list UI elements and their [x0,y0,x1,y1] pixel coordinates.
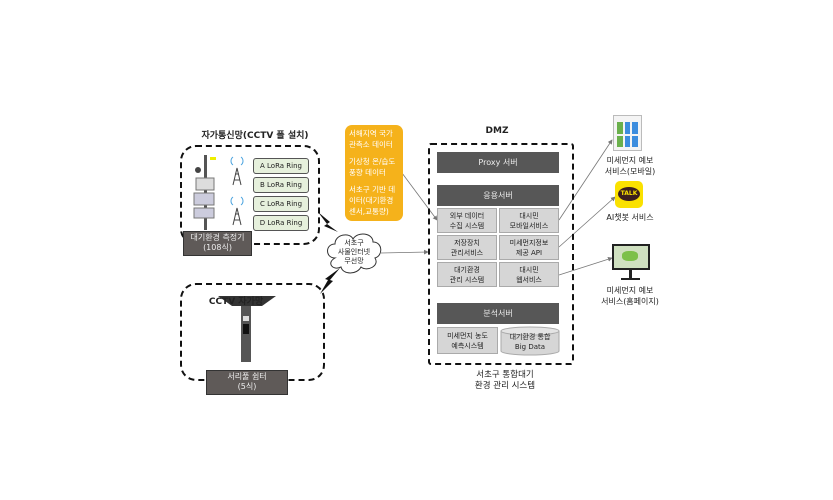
cell-line: Big Data [514,343,546,351]
cell-line: 대시민 [519,265,539,274]
cloud-label: 서초구 사물인터넷 무선망 [327,239,381,266]
monitor-icon [612,244,650,270]
dmz-title: DMZ [485,126,509,136]
antenna-icon [230,156,244,226]
cell-line: 수집 시스템 [449,221,485,230]
cctv-network-title: CCTV 자가망 [208,297,264,307]
cell-line: 관리서비스 [450,248,484,257]
shelter-count: (5식) [237,382,257,391]
external-data-box: 서해지역 국가 관측소 데이터 기상청 온/습도 풍향 데이터 서초구 기반 데… [345,125,403,221]
proxy-server: Proxy 서버 [437,152,559,173]
sensor-pole-image [193,155,216,230]
cloud-line: 서초구 [344,239,364,247]
cell-line: 모바일서비스 [509,221,549,230]
wireless-link-icon [320,268,340,294]
caption-line: 서초구 통합대기 [476,370,534,380]
kakaotalk-icon: TALK [615,181,643,208]
label-line: 미세먼지 예보 [606,156,654,165]
cloud-line: 사물인터넷 [337,248,371,256]
sensor-label: 대기환경 측정기 [190,233,245,242]
shelter-label: 서리풀 쉼터 [227,372,267,381]
lora-ring-a: A LoRa Ring [253,158,309,174]
caption-line: 환경 관리 시스템 [474,381,536,391]
cell-line: 예측시스템 [451,341,484,350]
sensor-label-box: 대기환경 측정기 (108식) [183,231,252,256]
self-network-title: 자가통신망(CCTV 폴 설치) [201,131,309,141]
cell-line: 관리 시스템 [449,275,485,284]
monitor-base [621,278,640,280]
label-line: 서비스(홈페이지) [601,297,659,306]
cell-line: 외부 데이터 [449,211,485,220]
cell-line: 미세먼지 농도 [447,331,488,340]
chatbot-service-label: AI챗봇 서비스 [606,213,654,222]
mobile-app-icon [613,115,642,151]
shelter-label-box: 서리풀 쉼터 (5식) [206,370,288,395]
label-line: 서비스(모바일) [604,167,656,176]
dmz-group [428,143,574,365]
external-data-item: 서해지역 국가 관측소 데이터 [349,129,393,149]
cloud-icon [327,233,382,274]
lora-ring-c: C LoRa Ring [253,196,309,212]
cell-line: 대기환경 [454,265,480,274]
wireless-link-icon [318,212,338,232]
cctv-network-group [180,283,325,381]
cloud-line: 무선망 [344,257,364,265]
analysis-server: 분석서버 [437,303,559,324]
shelter-image [218,296,276,362]
lora-ring-d: D LoRa Ring [253,215,309,231]
external-data-item: 서초구 기반 데이터(대기환경 센서,교통량) [349,185,396,216]
app-server: 응용서버 [437,185,559,206]
cell-line: 대시민 [519,211,539,220]
big-data-label: 대기환경 통합 Big Data [501,332,559,352]
label-line: 미세먼지 예보 [606,286,654,295]
cell-line: 미세먼지정보 [509,238,549,247]
cell-line: 웹서비스 [516,275,542,284]
sensor-count: (108식) [203,243,232,252]
cell-line: 저장장치 [454,238,480,247]
cell-line: 제공 API [515,248,543,257]
monitor-stand [629,270,632,279]
lora-ring-b: B LoRa Ring [253,177,309,193]
external-data-item: 기상청 온/습도 풍향 데이터 [349,157,396,177]
talk-bubble: TALK [618,187,640,201]
database-icon [500,326,560,356]
cell-line: 대기환경 통합 [509,333,551,341]
